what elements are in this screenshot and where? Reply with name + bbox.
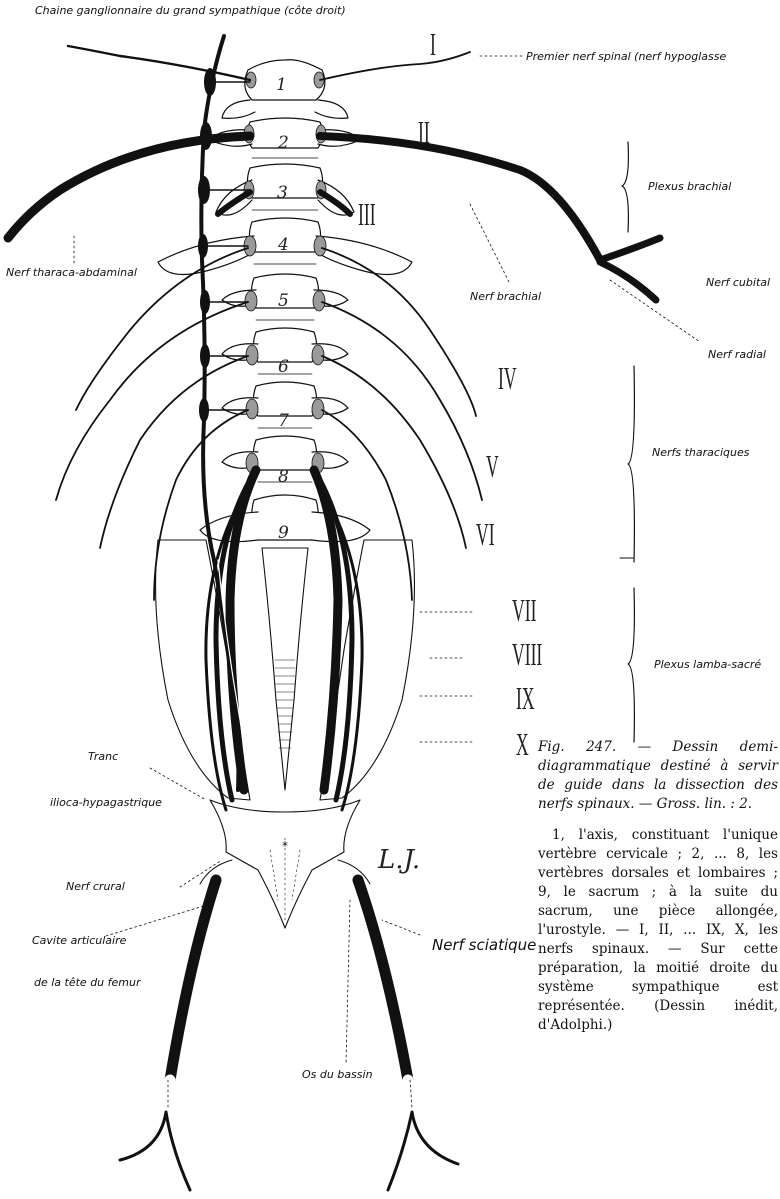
- vertebra-number-7: 7: [278, 411, 289, 431]
- artist-signature: L.J.: [377, 845, 420, 875]
- vertebra-number-5: 5: [278, 291, 289, 311]
- roman-VIII: VIII: [512, 636, 542, 673]
- label-nerf-radial: Nerf radial: [708, 348, 766, 361]
- caption-body: 1, l'axis, constituant l'unique vertèbre…: [538, 826, 778, 1035]
- label-plexus-lombo-sacre: Plexus lamba-sacré: [654, 658, 761, 671]
- label-ilio-hypogastrique: ilioca-hypagastrique: [50, 796, 162, 809]
- label-tronc: Tranc: [88, 750, 118, 763]
- vertebra-number-6: 6: [278, 357, 289, 377]
- label-nerf-brachial: Nerf brachial: [470, 290, 541, 303]
- label-nerf-sciatique: Nerf sciatique: [432, 936, 536, 954]
- caption-title: Fig. 247. — Dessin demi-diagrammatique d…: [538, 738, 778, 814]
- brace-nerfs-thoraciques: [628, 366, 634, 562]
- vertebra-number-3: 3: [277, 183, 288, 203]
- label-os-du-bassin: Os du bassin: [302, 1068, 373, 1081]
- brace-plexus-lombo: [628, 588, 634, 742]
- nerve-I-left: [68, 46, 250, 80]
- vertebra-numbers: 1 2 3 4 5 6 7 8 9: [276, 75, 289, 543]
- roman-VI: VI: [476, 516, 495, 553]
- figure-caption: Fig. 247. — Dessin demi-diagrammatique d…: [538, 738, 778, 1035]
- roman-VII: VII: [512, 592, 536, 629]
- vertebra-number-1: 1: [276, 75, 287, 95]
- svg-text:*: *: [282, 839, 288, 853]
- label-nerfs-thoraciques: Nerfs tharaciques: [652, 446, 749, 459]
- label-nerf-thoraco-abdominal: Nerf tharaca-abdaminal: [6, 266, 137, 279]
- urostyle: [262, 548, 308, 790]
- vertebra-number-9: 9: [278, 523, 289, 543]
- roman-III: III: [358, 196, 376, 233]
- label-premier-nerf-spinal: Premier nerf spinal (nerf hypoglasse: [526, 50, 726, 63]
- label-nerf-cubital: Nerf cubital: [706, 276, 770, 289]
- nerve-radial: [600, 262, 656, 300]
- roman-IX: IX: [516, 680, 535, 717]
- label-sympathetic-chain: Chaine ganglionnaire du grand sympathiqu…: [35, 4, 346, 17]
- nerve-cubital: [600, 238, 660, 260]
- sciatic-left: [170, 880, 216, 1080]
- label-tete-du-femur: de la tête du femur: [34, 976, 141, 989]
- vertebra-number-2: 2: [277, 133, 289, 153]
- label-plexus-brachial: Plexus brachial: [648, 180, 731, 193]
- pelvis: *: [156, 540, 415, 928]
- roman-X: X: [516, 726, 529, 763]
- label-nerf-crural: Nerf crural: [66, 880, 125, 893]
- sciatic-right: [358, 880, 408, 1080]
- brace-plexus-brachial: [622, 142, 628, 232]
- sciatic-nerves: [120, 880, 458, 1190]
- roman-I: I: [430, 26, 436, 63]
- braces: [620, 142, 634, 742]
- vertebra-number-4: 4: [277, 235, 289, 255]
- nerve-I-right: [320, 52, 470, 80]
- nerve-II-left: [8, 136, 250, 238]
- spinal-nerves-left: [8, 46, 256, 810]
- vertebra-number-8: 8: [278, 467, 289, 487]
- label-cavite-articulaire: Cavite articulaire: [32, 934, 126, 947]
- roman-V: V: [486, 448, 499, 485]
- roman-II: II: [418, 114, 430, 151]
- vertebra-8: [222, 436, 348, 470]
- roman-IV: IV: [498, 360, 517, 397]
